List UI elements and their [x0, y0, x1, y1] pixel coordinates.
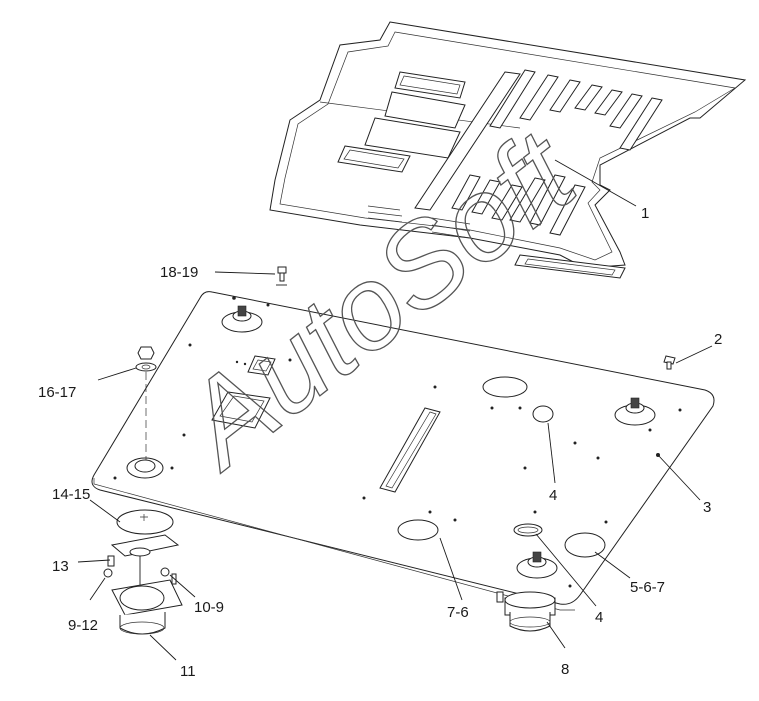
floor-mat	[269, 21, 747, 279]
callout-9-12: 9-12	[68, 617, 98, 634]
callout-10-9: 10-9	[194, 599, 224, 616]
callout-7-6: 7-6	[447, 604, 469, 621]
engine-mount-8	[496, 591, 556, 632]
mount-boss-rear-left	[221, 305, 263, 333]
callout-18-19: 18-19	[160, 264, 198, 281]
callout-13: 13	[52, 558, 69, 575]
callout-8: 8	[561, 661, 569, 678]
bolt-2	[663, 355, 676, 370]
callout-1: 1	[641, 205, 649, 222]
mount-boss-front-right	[516, 551, 558, 579]
mount-boss-rear-right	[614, 397, 656, 426]
callout-3: 3	[703, 499, 711, 516]
mount-hole-front-left	[126, 457, 164, 479]
callout-14-15: 14-15	[52, 486, 90, 503]
callout-5-6-7: 5-6-7	[630, 579, 665, 596]
leader-lines	[77, 159, 713, 661]
engine-mount-assembly	[103, 509, 183, 635]
nut-washer-16-17	[135, 346, 157, 460]
callout-11: 11	[180, 663, 196, 680]
callout-4-lower: 4	[595, 609, 603, 626]
callout-4-upper: 4	[549, 487, 557, 504]
callout-2: 2	[714, 331, 722, 348]
bolt-18-19	[276, 266, 287, 286]
callout-16-17: 16-17	[38, 384, 76, 401]
